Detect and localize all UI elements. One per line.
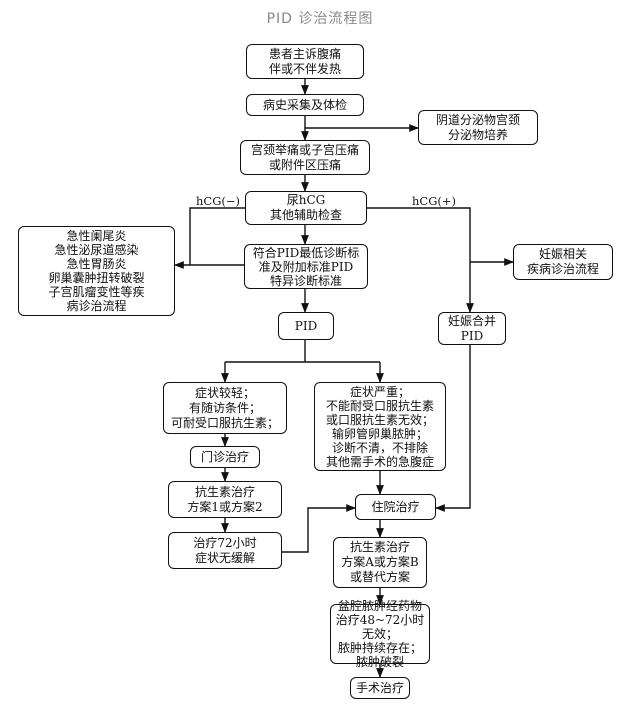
edge-noresp-hospital: [282, 504, 356, 553]
node-history: 病史采集及体检: [246, 94, 364, 116]
node-outpatient: 门诊治疗: [190, 446, 260, 468]
node-pregnancy-related: 妊娠相关 疾病诊治流程: [513, 244, 613, 280]
node-complaint: 患者主诉腹痛 伴或不伴发热: [246, 44, 364, 79]
node-tenderness: 宫颈举痛或子宫压痛 或附件区压痛: [240, 140, 370, 175]
hcg-positive-label: hCG(+): [412, 194, 457, 208]
node-no-relief: 治疗72小时 症状无缓解: [168, 532, 282, 569]
node-differential: 急性阑尾炎 急性泌尿道感染 急性胃肠炎 卵巢囊肿扭转破裂 子宫肌瘤变性等疾 病诊…: [18, 226, 175, 316]
node-oral-antibiotics: 抗生素治疗 方案1或方案2: [168, 481, 282, 518]
node-severe-symptoms: 症状严重； 不能耐受口服抗生素 或口服抗生素无效； 输卵管卵巢脓肿； 诊断不清，…: [314, 382, 446, 471]
edge-pregpid-hospital: [435, 345, 471, 512]
hcg-negative-label: hCG(−): [196, 194, 241, 208]
node-pid-criteria: 符合PID最低诊断标 准及附加标准PID 特异诊断标准: [244, 244, 368, 289]
node-pregnancy-pid: 妊娠合并 PID: [438, 312, 506, 345]
page-title: PID 诊治流程图: [266, 11, 374, 27]
node-culture: 阴道分泌物宫颈 分泌物培养: [418, 110, 538, 145]
edge-hcg-negative: [189, 207, 245, 265]
node-abscess: 盆腔脓肿经药物 治疗48~72小时无效； 脓肿持续存在； 脓肿破裂: [330, 599, 430, 669]
node-mild-symptoms: 症状较轻； 有随访条件； 可耐受口服抗生素；: [163, 382, 287, 434]
node-surgery: 手术治疗: [350, 677, 410, 699]
node-hcg-test: 尿hCG 其他辅助检查: [245, 191, 367, 225]
edge-hcg-positive: [367, 207, 474, 313]
node-iv-antibiotics: 抗生素治疗 方案A或方案B 或替代方案: [333, 537, 427, 588]
node-pid: PID: [278, 312, 334, 340]
node-hospital: 住院治疗: [355, 494, 436, 520]
